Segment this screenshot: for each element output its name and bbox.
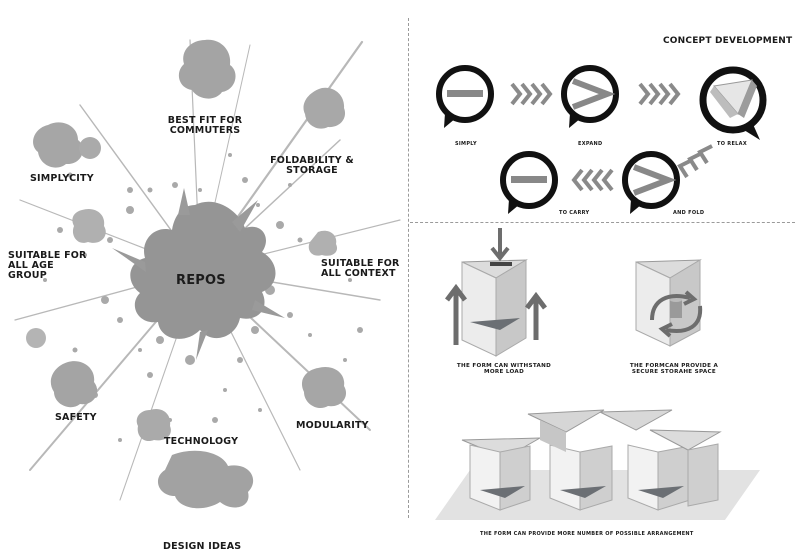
chevron-arrows-3 [677,144,713,179]
central-splash [130,201,276,339]
idea-age-group: SUITABLE FOR ALL AGE GROUP [8,250,87,281]
splash-foldability [303,87,346,129]
idea-context: SUITABLE FOR ALL CONTEXT [321,258,400,279]
step-expand-icon [561,65,619,128]
arrangement-caption: THE FORM CAN PROVIDE MORE NUMBER OF POSS… [480,531,694,537]
arrangement-model [435,409,760,520]
idea-best-fit: BEST FIT FOR COMMUTERS [167,115,243,136]
load-form-model [445,228,547,357]
storage-form-model [635,259,703,347]
step-carry-label: TO CARRY [559,210,590,216]
step-fold-label: AND FOLD [673,210,705,216]
storage-caption: THE FORMCAN PROVIDE A SECURE STORAHE SPA… [629,363,719,375]
splash-best-fit [178,39,236,99]
splash-safety [50,361,98,408]
step-relax-icon [699,66,767,140]
design-ideas-caption: DESIGN IDEAS [163,541,242,552]
vertical-divider [408,18,409,518]
step-simply-label: SIMPLY [455,141,477,147]
idea-safety: SAFETY [55,412,97,423]
splash-modularity [301,366,347,409]
splash-bottom [157,450,254,509]
horizontal-divider [410,222,795,223]
step-relax-label: TO RELAX [717,141,747,147]
chevron-arrows-4 [571,168,614,192]
step-simply-icon [436,65,494,128]
splash-context [308,230,338,256]
chevron-arrows-2 [638,82,681,106]
idea-foldability: FOLDABILITY & STORAGE [270,155,354,176]
idea-modularity: MODULARITY [296,420,369,431]
splash-age-group [72,208,106,243]
load-caption: THE FORM CAN WITHSTAND MORE LOAD [456,363,552,375]
chevron-arrows-1 [510,82,553,106]
step-expand-label: EXPAND [578,141,603,147]
step-carry-icon [500,151,558,214]
splash-simplicity [33,122,83,168]
center-label-repos: REPOS [176,273,226,288]
idea-technology: TECHNOLOGY [164,436,239,447]
splash-technology [136,408,171,442]
step-fold-icon [622,151,680,214]
concept-title: CONCEPT DEVELOPMENT [663,36,793,46]
idea-simplicity: SIMPLYCITY [30,173,94,184]
